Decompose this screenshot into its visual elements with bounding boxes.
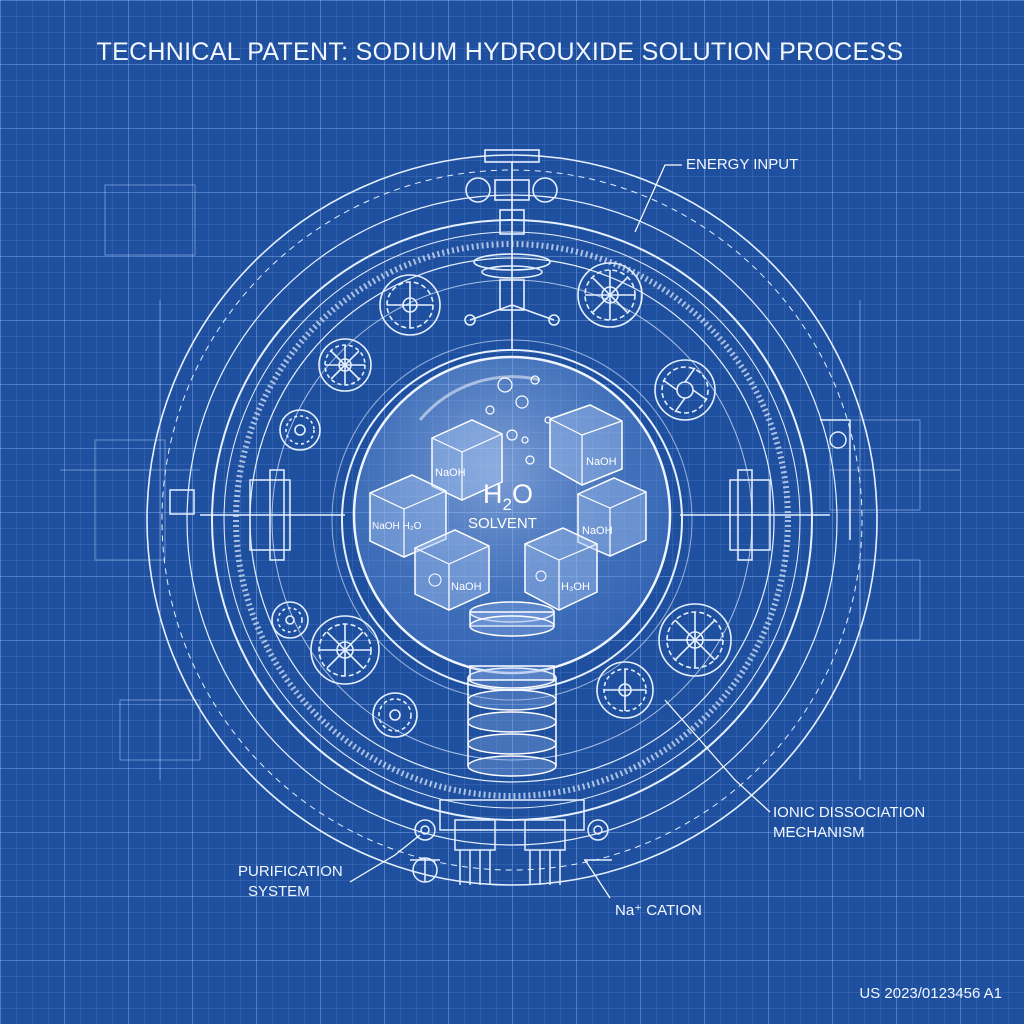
gear-icon bbox=[379, 274, 441, 336]
cube-1: NaOH bbox=[431, 419, 503, 501]
cube-5: NaOH bbox=[414, 529, 490, 611]
callout-ionic-line1: IONIC DISSOCIATION bbox=[773, 804, 926, 821]
cube-label: NaOH bbox=[451, 581, 482, 593]
cube-3: NaOH H₂O bbox=[369, 474, 447, 558]
bubbles bbox=[485, 375, 552, 465]
energy-input-assembly bbox=[464, 149, 560, 350]
cube-label: NaOH H₂O bbox=[372, 521, 422, 532]
cube-label: NaOH bbox=[586, 456, 617, 468]
gear-icon bbox=[271, 601, 309, 639]
callout-energy-input: ENERGY INPUT bbox=[686, 156, 799, 173]
callout-leader-lines bbox=[349, 164, 771, 899]
cube-2: NaOH bbox=[549, 404, 623, 486]
callout-ionic-line2: MECHANISM bbox=[773, 824, 865, 841]
solvent-formula: H2O bbox=[483, 479, 533, 514]
cube-label: NaOH bbox=[582, 525, 613, 537]
gear-icon bbox=[658, 603, 732, 677]
callout-purification-line2: SYSTEM bbox=[248, 883, 310, 900]
gear-icon bbox=[318, 338, 372, 392]
gear-icons bbox=[271, 262, 732, 738]
sphere-highlight bbox=[418, 375, 541, 421]
patent-number: US 2023/0123456 A1 bbox=[859, 985, 1002, 1002]
callout-purification-line1: PURIFICATION bbox=[238, 863, 343, 880]
cube-label: H₃OH bbox=[561, 581, 590, 593]
cube-6: H₃OH bbox=[524, 527, 598, 611]
background-schematic-lines bbox=[60, 184, 960, 780]
bottom-outlet-assembly bbox=[410, 799, 612, 885]
gear-icon bbox=[310, 615, 380, 685]
gear-icon bbox=[577, 262, 643, 328]
gear-icon bbox=[279, 409, 321, 451]
gear-icon bbox=[372, 692, 418, 738]
naoh-cubes: NaOH NaOH NaOH H₂O NaOH NaOH bbox=[369, 404, 647, 611]
solvent-label: SOLVENT bbox=[468, 515, 537, 532]
page-title: TECHNICAL PATENT: SODIUM HYDROUXIDE SOLU… bbox=[96, 38, 904, 66]
solvent-sphere bbox=[352, 355, 672, 675]
side-coupling-assemblies bbox=[169, 419, 851, 561]
gear-icon bbox=[596, 661, 654, 719]
gear-icon bbox=[654, 359, 716, 421]
cube-label: NaOH bbox=[435, 467, 466, 479]
callout-cation: Na⁺ CATION bbox=[615, 902, 702, 919]
cube-4: NaOH bbox=[577, 477, 647, 557]
dissociation-disc-stack bbox=[467, 601, 557, 777]
